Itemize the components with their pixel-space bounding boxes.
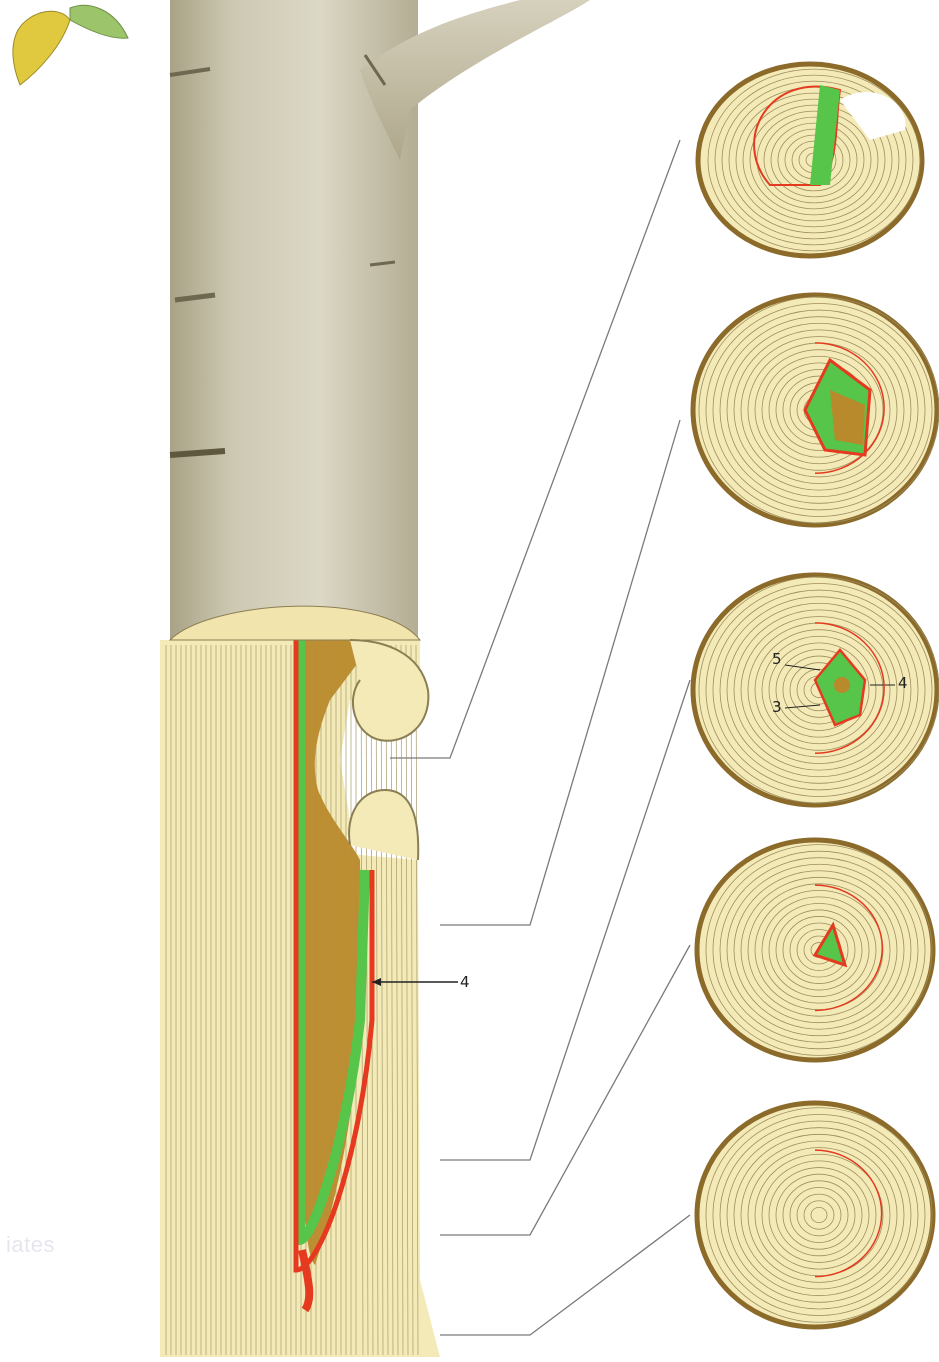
- decay-zone: [834, 677, 850, 693]
- section3-label-right: 4: [898, 674, 908, 692]
- pointer-lines: [390, 140, 690, 1335]
- leaf-icon: [13, 5, 128, 85]
- trunk-bark: [170, 0, 590, 640]
- section-2: [693, 295, 939, 525]
- stem-label: 4: [460, 973, 470, 991]
- watermark-text: iates: [6, 1232, 55, 1258]
- section-4: [697, 840, 933, 1060]
- section-5: [697, 1103, 933, 1327]
- section-disc: [698, 64, 922, 256]
- section-1: [698, 64, 922, 256]
- section3-label-top: 5: [772, 650, 782, 668]
- section-disc: [697, 1103, 933, 1327]
- section-disc: [697, 840, 933, 1060]
- section3-label-bottom: 3: [772, 698, 782, 716]
